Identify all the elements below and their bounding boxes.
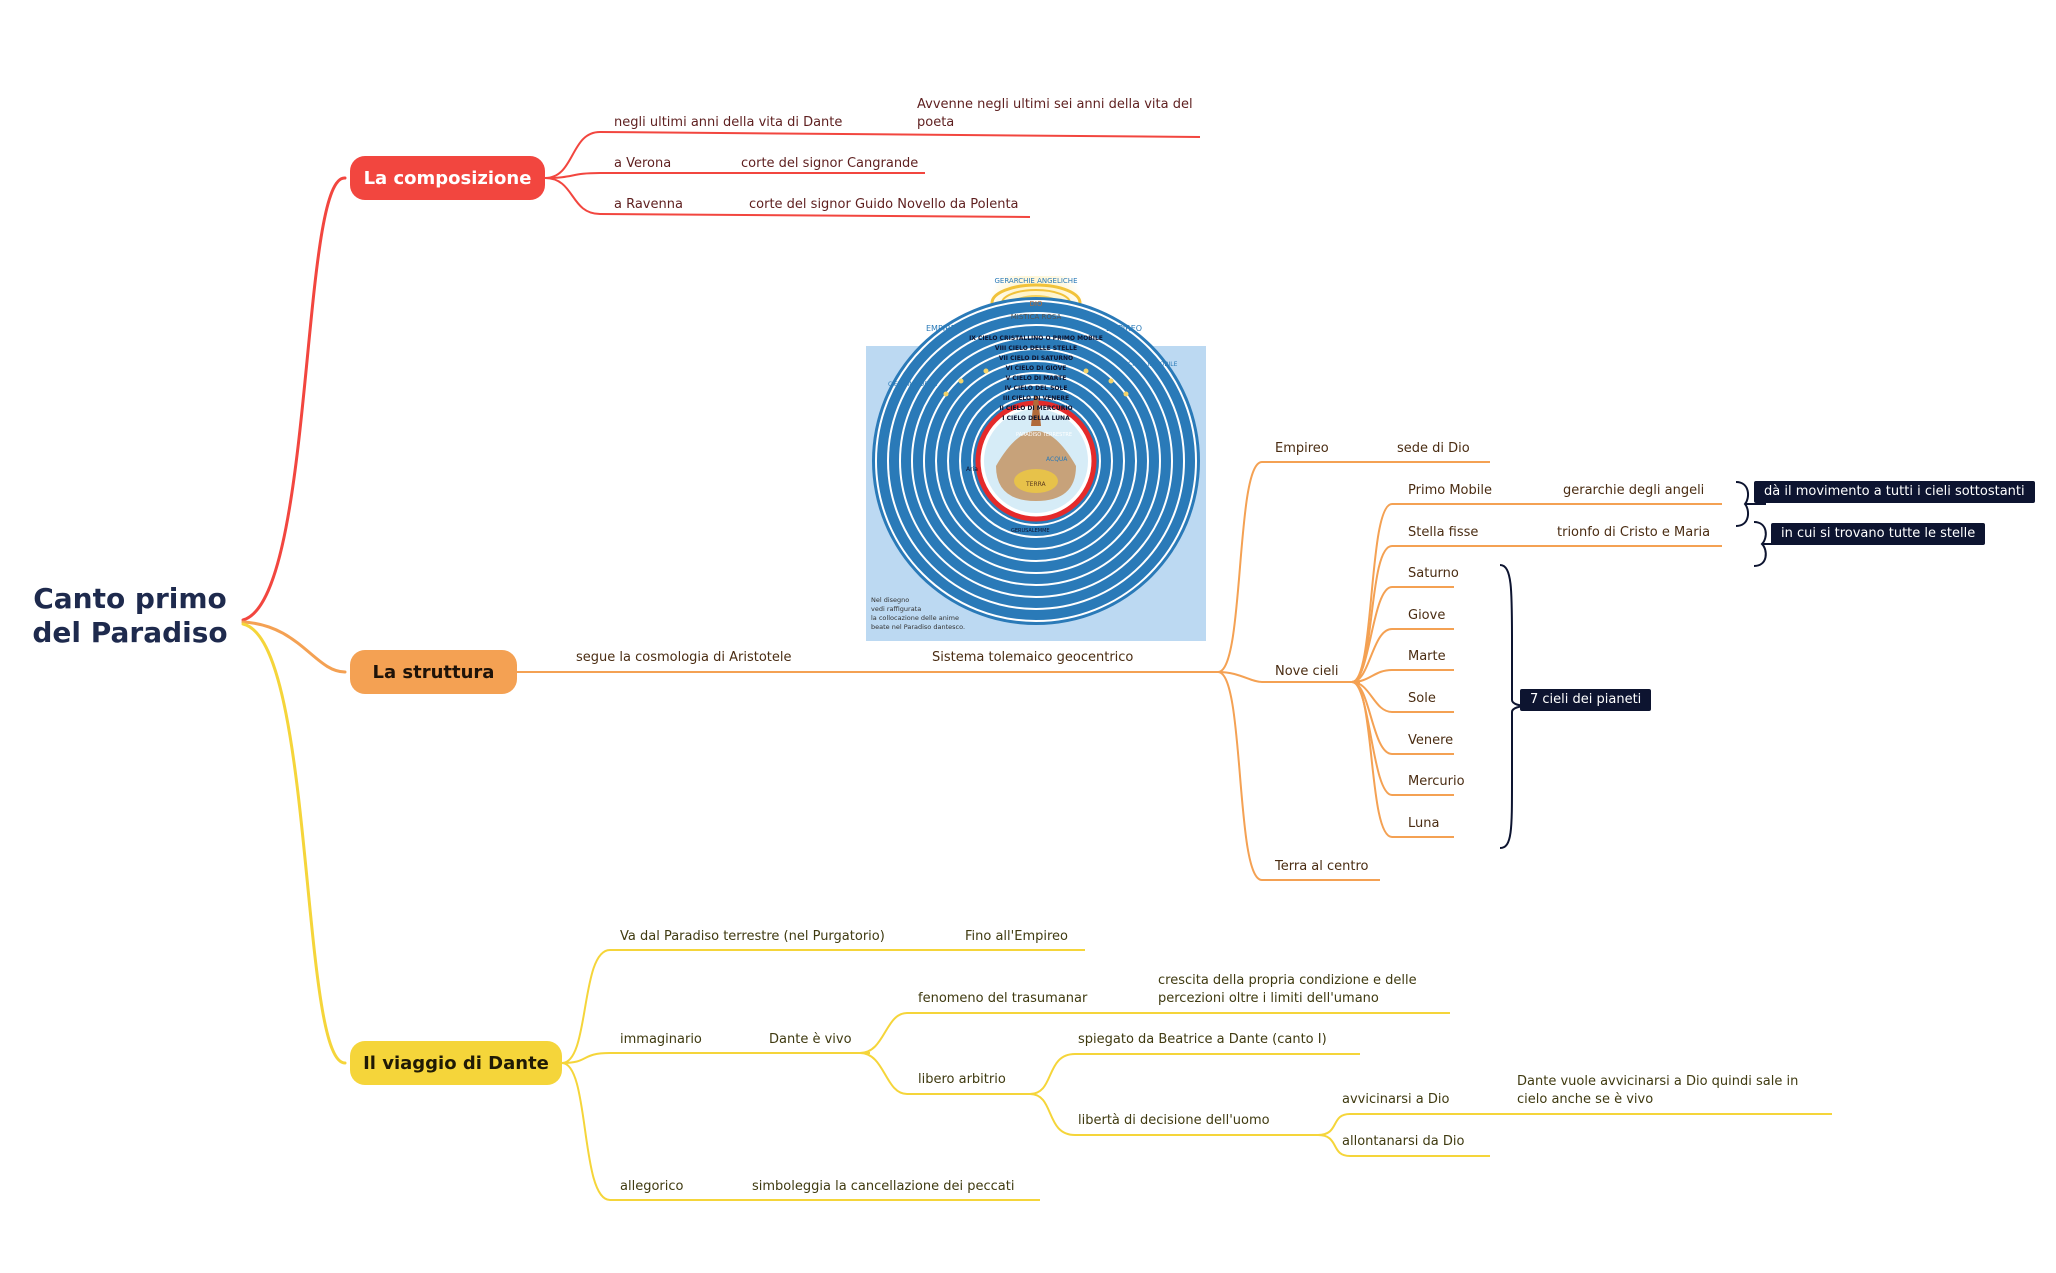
cielo-primo-mobile-desc[interactable]: gerarchie degli angeli [1563,483,1705,498]
cielo-luna[interactable]: Luna [1408,816,1440,831]
cielo-venere[interactable]: Venere [1408,733,1454,748]
viaggio-fino[interactable]: Fino all'Empireo [965,929,1068,944]
branch-viaggio[interactable]: Il viaggio di Dante [350,1041,562,1085]
viaggio-spiegato[interactable]: spiegato da Beatrice a Dante (canto I) [1078,1032,1327,1047]
branch-struttura[interactable]: La struttura [350,650,517,694]
img-aria: Aria [966,466,978,473]
img-heaven-3: III CIELO DI VENERE [1003,395,1069,402]
struttura-empireo[interactable]: Empireo [1275,441,1329,456]
composizione-item-1-detail[interactable]: Avvenne negli ultimi sei anni della vita… [917,97,1193,130]
img-rosa: MISTICA ROSA [1011,313,1062,321]
img-heaven-9: IX CIELO CRISTALLINO O PRIMO MOBILE [969,335,1103,342]
stelle-fisse-note[interactable]: in cui si trovano tutte le stelle [1771,523,1986,545]
root-title-line2: del Paradiso [32,616,228,649]
pianeti-note[interactable]: 7 cieli dei pianeti [1520,689,1652,711]
img-caption-4: beate nel Paradiso dantesco. [871,623,965,631]
viaggio-allegorico[interactable]: allegorico [620,1179,684,1194]
cielo-saturno[interactable]: Saturno [1408,566,1459,581]
img-caption-2: vedi raffigurata [871,605,921,613]
composizione-item-3-detail[interactable]: corte del signor Guido Novello da Polent… [749,197,1019,212]
composizione-item-2-detail[interactable]: corte del signor Cangrande [741,156,919,171]
cielo-stelle-fisse[interactable]: Stella fisse [1408,525,1479,540]
img-cielo-immobile-right: CIELO IMMOBILE [1128,361,1178,368]
struttura-sistema[interactable]: Sistema tolemaico geocentrico [932,650,1134,665]
root-node[interactable]: Canto primo del Paradiso [30,582,230,650]
img-heaven-1: I CIELO DELLA LUNA [1002,415,1070,422]
composizione-item-1[interactable]: negli ultimi anni della vita di Dante [614,115,843,130]
img-heaven-4: IV CIELO DEL SOLE [1005,385,1068,392]
composizione-item-2[interactable]: a Verona [614,156,672,171]
img-top-title: GERARCHIE ANGELICHE [994,277,1077,285]
cielo-primo-mobile[interactable]: Primo Mobile [1408,483,1492,498]
viaggio-immaginario[interactable]: immaginario [620,1032,702,1047]
struttura-nove-cieli[interactable]: Nove cieli [1275,664,1339,679]
img-gerusalemme: GERUSALEMME [1011,528,1050,534]
root-title-line1: Canto primo [33,582,227,615]
viaggio-avvicinarsi-desc[interactable]: Dante vuole avvicinarsi a Dio quindi sal… [1517,1074,1799,1107]
cielo-stelle-fisse-desc[interactable]: trionfo di Cristo e Maria [1557,525,1711,540]
paradiso-cosmology-image: GERARCHIE ANGELICHE DIO MISTICA ROSA EMP… [866,276,1206,641]
img-heaven-8: VIII CIELO DELLE STELLE [995,345,1077,352]
composizione-item-3[interactable]: a Ravenna [614,197,683,212]
img-cielo-immobile-left: CIELO IMMOBILE [888,381,938,388]
img-empireo-right: EMPIREO [1106,324,1142,333]
viaggio-libero-arbitrio[interactable]: libero arbitrio [918,1072,1006,1087]
img-paradiso-terrestre: PARADISO TERRESTRE [1016,432,1072,438]
img-dio: DIO [1030,300,1043,308]
struttura-terra[interactable]: Terra al centro [1275,859,1369,874]
viaggio-allontanarsi[interactable]: allontanarsi da Dio [1342,1134,1465,1149]
img-heaven-2: II CIELO DI MERCURIO [999,405,1072,412]
img-acqua: ACQUA [1046,456,1068,463]
cielo-mercurio[interactable]: Mercurio [1408,774,1465,789]
viaggio-simboleggia[interactable]: simboleggia la cancellazione dei peccati [752,1179,1015,1194]
viaggio-liberta[interactable]: libertà di decisione dell'uomo [1078,1113,1270,1128]
img-heaven-5: V CIELO DI MARTE [1006,375,1067,382]
viaggio-crescita[interactable]: crescita della propria condizione e dell… [1158,973,1417,1006]
struttura-segue[interactable]: segue la cosmologia di Aristotele [576,650,792,665]
img-caption-1: Nel disegno [871,596,909,604]
cielo-giove[interactable]: Giove [1408,608,1446,623]
branch-composizione[interactable]: La composizione [350,156,545,200]
struttura-empireo-desc[interactable]: sede di Dio [1397,441,1470,456]
branch-struttura-label: La struttura [372,661,495,683]
viaggio-va[interactable]: Va dal Paradiso terrestre (nel Purgatori… [620,929,885,944]
img-heaven-7: VII CIELO DI SATURNO [999,355,1073,362]
primo-mobile-note[interactable]: dà il movimento a tutti i cieli sottosta… [1754,481,2035,503]
img-caption-3: la collocazione delle anime [871,614,959,622]
viaggio-fenomeno[interactable]: fenomeno del trasumanar [918,991,1088,1006]
branch-composizione-label: La composizione [363,167,532,189]
viaggio-dante-vivo[interactable]: Dante è vivo [769,1032,852,1047]
viaggio-avvicinarsi[interactable]: avvicinarsi a Dio [1342,1092,1450,1107]
cielo-sole[interactable]: Sole [1408,691,1436,706]
img-terra: TERRA [1025,481,1047,488]
branch-viaggio-label: Il viaggio di Dante [363,1052,549,1074]
img-empireo-left: EMPIREO [926,324,962,333]
img-heaven-6: VI CIELO DI GIOVE [1006,365,1067,372]
cielo-marte[interactable]: Marte [1408,649,1446,664]
